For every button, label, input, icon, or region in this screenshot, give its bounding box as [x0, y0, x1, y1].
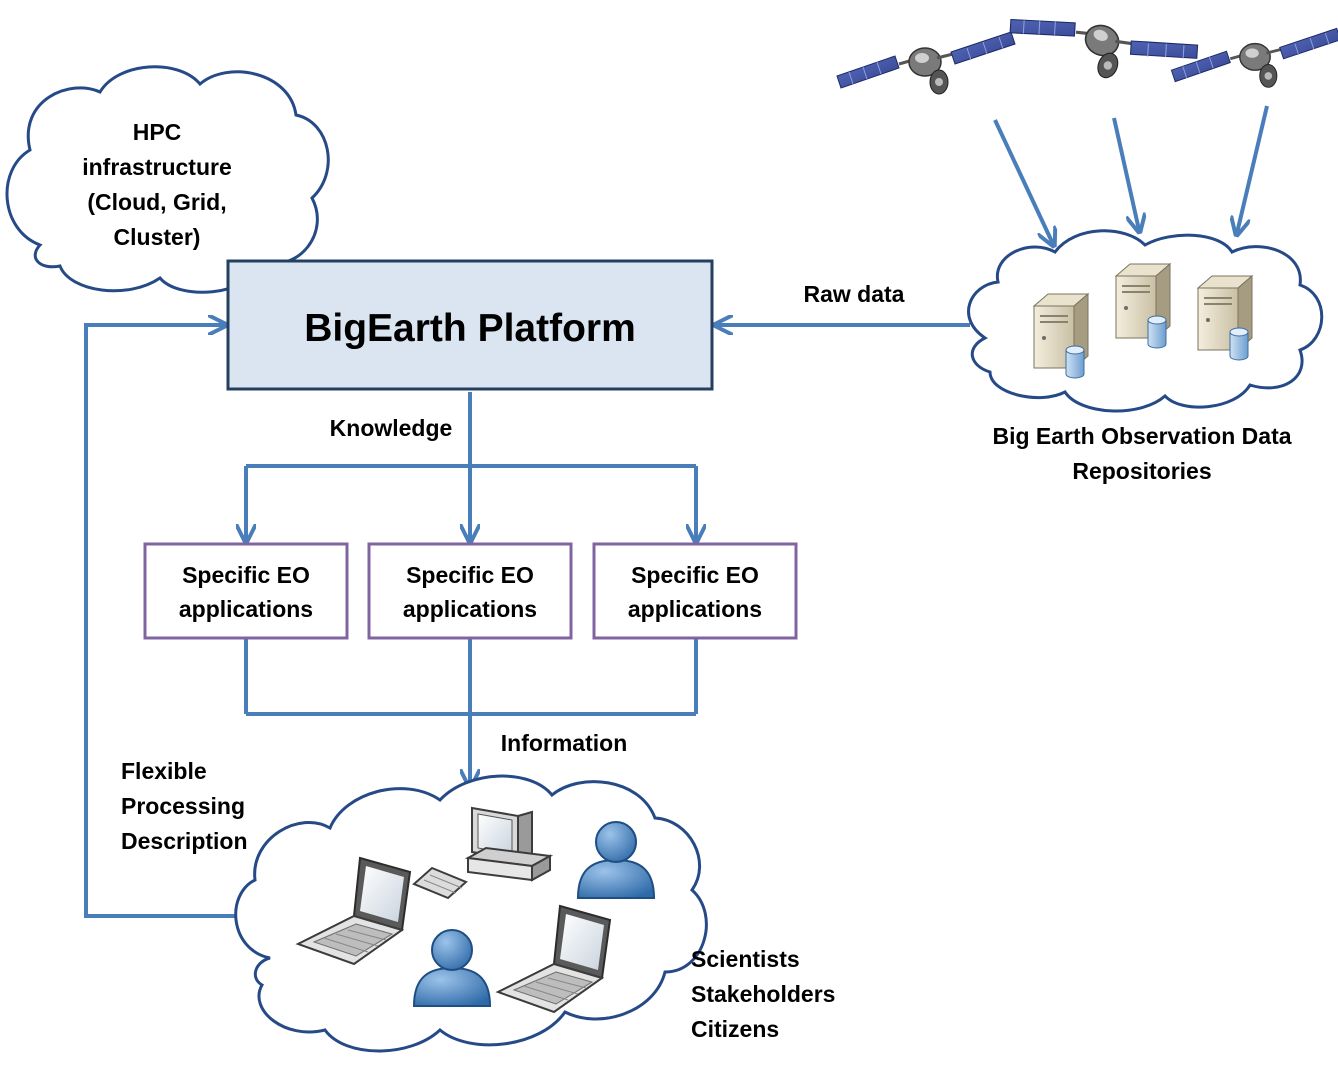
hpc-label-line-3: (Cloud, Grid, — [87, 189, 226, 215]
satellite-arrow-3 — [1237, 105, 1269, 233]
satellite-arrow-2 — [1112, 117, 1139, 230]
eo-application-2-line-1: Specific EO — [406, 562, 534, 588]
satellite-arrow-1 — [993, 119, 1053, 244]
eo-application-1-line-2: applications — [179, 596, 313, 622]
eo-application-2-line-2: applications — [403, 596, 537, 622]
hpc-label-line-1: HPC — [133, 119, 182, 145]
eo-application-1-line-1: Specific EO — [182, 562, 310, 588]
feedback-arrow — [84, 325, 240, 918]
satellite-icon — [1002, 0, 1204, 109]
feedback-label-line-2: Processing — [121, 793, 245, 819]
hpc-cloud — [5, 65, 330, 294]
eo-application-box-2 — [367, 542, 573, 640]
users-label-line-1: Scientists — [691, 946, 800, 972]
server-icon — [1033, 293, 1089, 379]
eo-application-box-3 — [592, 542, 798, 640]
hpc-label-line-4: Cluster) — [114, 224, 201, 250]
bigearth-platform-box — [226, 259, 714, 391]
eo-application-box-1 — [143, 542, 349, 640]
server-icon — [1197, 275, 1253, 361]
information-label: Information — [501, 730, 628, 756]
satellite-icon — [835, 30, 1017, 96]
platform-title: BigEarth Platform — [304, 307, 636, 350]
feedback-label-line-3: Description — [121, 828, 248, 854]
knowledge-label: Knowledge — [330, 415, 453, 441]
server-icon — [1115, 263, 1171, 349]
raw-data-label: Raw data — [804, 281, 905, 307]
feedback-label-line-1: Flexible — [121, 758, 207, 784]
eo-application-3-line-2: applications — [628, 596, 762, 622]
repositories-label-line-1: Big Earth Observation Data — [992, 423, 1291, 449]
users-label-line-2: Stakeholders — [691, 981, 835, 1007]
repositories-label-line-2: Repositories — [1072, 458, 1211, 484]
eo-application-3-line-1: Specific EO — [631, 562, 759, 588]
hpc-label-line-2: infrastructure — [82, 154, 232, 180]
users-label-line-3: Citizens — [691, 1016, 779, 1042]
